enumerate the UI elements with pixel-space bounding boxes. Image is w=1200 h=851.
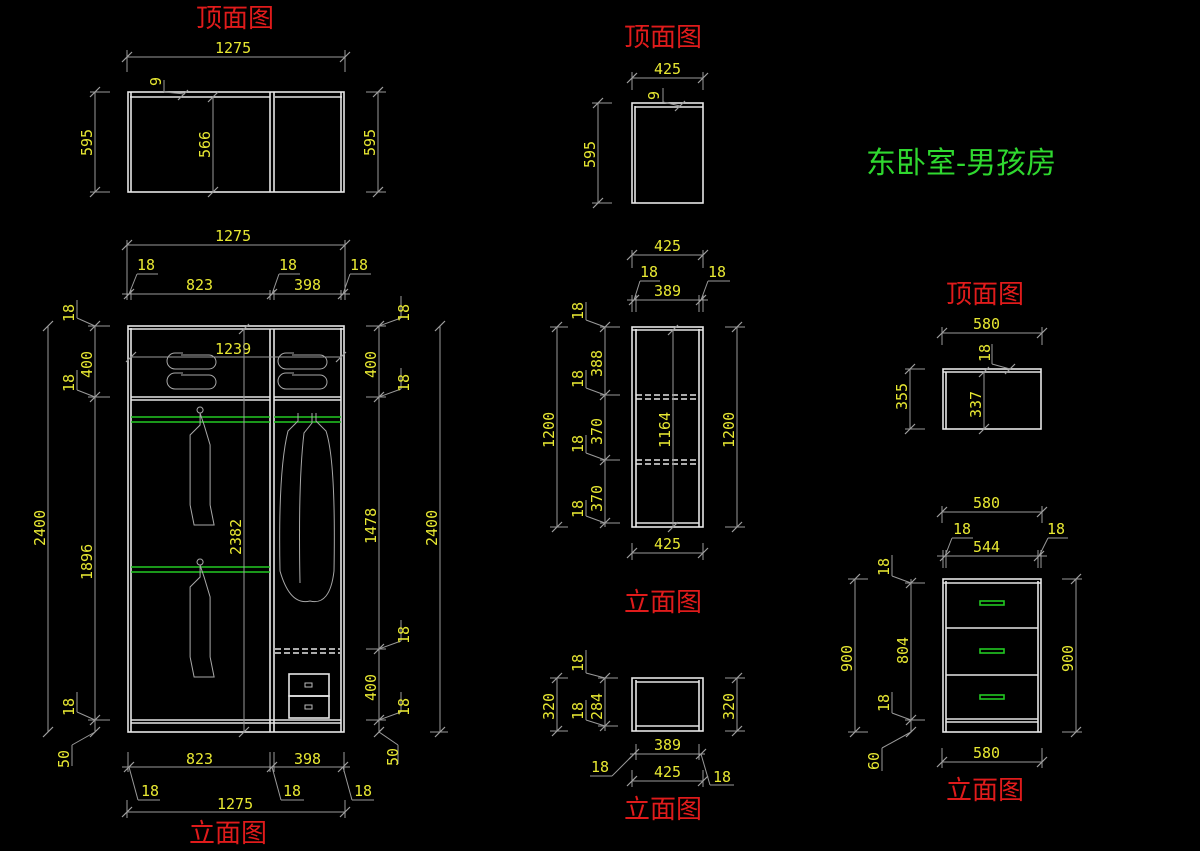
dim-inner-height: 2382: [227, 519, 245, 555]
dim-plinth: 60: [865, 752, 883, 770]
dim-right-hanging: 1478: [362, 508, 380, 544]
dim-shelf-1: 18: [569, 370, 587, 388]
view-label: 立面图: [624, 588, 702, 618]
dim-inner-width: 1239: [215, 340, 251, 358]
dim-bottom-panel: 18: [569, 500, 587, 518]
dim-side-right: 18: [708, 263, 726, 281]
dim-depth: 355: [893, 383, 911, 410]
wardrobe-elevation: 1275 823 398 18 18 18: [31, 227, 448, 849]
dim-cell-3: 370: [588, 485, 606, 512]
dim-side-left: 18: [953, 520, 971, 538]
dim-side-left: 18: [640, 263, 658, 281]
dim-overall-width-bottom: 1275: [217, 795, 253, 813]
dim-right-bottom-cell: 400: [362, 674, 380, 701]
dim-inner-depth: 337: [967, 391, 985, 418]
dim-bottom-panel-left: 18: [141, 782, 159, 800]
dim-inner-width: 389: [654, 736, 681, 754]
bookcase-top-view: 顶面图 425 595 9: [581, 23, 709, 209]
dim-side-right: 18: [1047, 520, 1065, 538]
dim-right-bottom-panel: 18: [395, 698, 413, 716]
nightstand-elevation: 580 544 18 18 900 804 18 18 60: [838, 494, 1082, 806]
dim-right-plinth: 50: [384, 748, 402, 766]
dim-width: 580: [973, 315, 1000, 333]
dim-side-right: 18: [713, 768, 731, 786]
view-label: 顶面图: [624, 23, 702, 53]
nightstand-top-view: 顶面图 580 355 337 18: [893, 280, 1048, 435]
view-label: 立面图: [946, 776, 1024, 806]
dim-cell-2: 370: [588, 418, 606, 445]
dim-left-hanging: 1896: [78, 544, 96, 580]
dim-overall-width-top: 580: [973, 494, 1000, 512]
dim-left-bay-width: 823: [186, 276, 213, 294]
dim-inner-height: 284: [588, 693, 606, 720]
dim-right-top-panel: 18: [395, 304, 413, 322]
dim-left-top-cell: 400: [78, 351, 96, 378]
dim-panel-mid: 18: [279, 256, 297, 274]
dim-height-left: 1200: [540, 412, 558, 448]
dim-top-panel: 18: [569, 302, 587, 320]
dim-inner-width: 389: [654, 282, 681, 300]
dim-depth-right: 595: [361, 129, 379, 156]
view-label: 立面图: [624, 795, 702, 825]
box-elevation: 320 284 18 18 320 389 425 18 18 立面图: [540, 650, 745, 825]
dim-inner-height: 804: [894, 637, 912, 664]
dim-overall-width-top: 1275: [215, 227, 251, 245]
dim-inner-height: 1164: [656, 412, 674, 448]
dim-inner-depth: 566: [196, 131, 214, 158]
dim-back-panel: 18: [976, 344, 994, 362]
dim-width: 425: [654, 60, 681, 78]
dim-overall-width-bottom: 425: [654, 535, 681, 553]
drawing-title: 东卧室-男孩房: [866, 146, 1056, 181]
dim-right-bay-width: 398: [294, 276, 321, 294]
dim-right-top-cell: 400: [362, 351, 380, 378]
dim-width: 1275: [215, 39, 251, 57]
dim-bottom-panel-right: 18: [354, 782, 372, 800]
dim-panel-left: 18: [137, 256, 155, 274]
dim-right-mid-panel: 18: [395, 626, 413, 644]
dim-height-left: 320: [540, 693, 558, 720]
view-label: 顶面图: [196, 4, 274, 34]
dim-height-right: 320: [720, 693, 738, 720]
dim-height-right: 1200: [720, 412, 738, 448]
dim-bottom-panel: 18: [569, 702, 587, 720]
dim-shelf-2: 18: [569, 435, 587, 453]
dim-door-thickness: 9: [645, 91, 663, 100]
dim-height-right: 900: [1059, 645, 1077, 672]
dim-bottom-right-bay: 398: [294, 750, 321, 768]
view-label: 立面图: [189, 819, 267, 849]
dim-left-top-panel: 18: [60, 304, 78, 322]
dim-bottom-left-bay: 823: [186, 750, 213, 768]
dim-cell-1: 388: [588, 350, 606, 377]
dim-left-shelf-panel: 18: [60, 374, 78, 392]
dim-overall-width-top: 425: [654, 237, 681, 255]
dim-left-plinth: 50: [55, 750, 73, 768]
dim-panel-right: 18: [350, 256, 368, 274]
drawer-handle-3: [979, 694, 1005, 700]
dim-top-panel: 18: [569, 654, 587, 672]
bookcase-elevation: 425 389 18 18 1164 1200 388 370 370 18: [540, 237, 745, 618]
dim-inner-width: 544: [973, 538, 1000, 556]
dim-right-shelf-panel: 18: [395, 374, 413, 392]
dim-overall-height-left: 2400: [31, 510, 49, 546]
dim-depth: 595: [581, 141, 599, 168]
dim-depth-left: 595: [78, 129, 96, 156]
dim-bottom-panel-mid: 18: [283, 782, 301, 800]
dim-bottom-panel: 18: [875, 694, 893, 712]
dim-overall-width-bottom: 580: [973, 744, 1000, 762]
dim-left-bottom-panel: 18: [60, 698, 78, 716]
dim-overall-height-right: 2400: [423, 510, 441, 546]
dim-height-left: 900: [838, 645, 856, 672]
dim-top-panel: 18: [875, 558, 893, 576]
view-label: 顶面图: [946, 280, 1024, 310]
drawer-handle-2: [979, 648, 1005, 654]
dim-overall-width: 425: [654, 763, 681, 781]
dim-side-left: 18: [591, 758, 609, 776]
dim-door-thickness: 9: [147, 77, 165, 86]
wardrobe-top-view: 顶面图 1275 595 595 566 9: [78, 4, 386, 198]
drawer-handle-1: [979, 600, 1005, 606]
